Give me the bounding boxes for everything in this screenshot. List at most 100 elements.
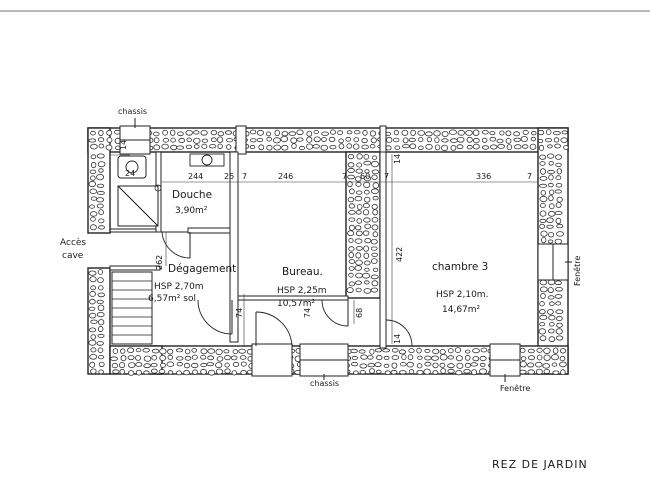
stone-mark [96,341,104,346]
stone-mark [355,246,363,251]
stone-mark [120,354,127,362]
stone-mark [375,369,382,374]
stone-mark [363,189,370,195]
stone-mark [543,369,550,374]
stone-mark [496,138,504,144]
stone-mark [383,363,390,368]
stone-mark [416,347,422,354]
stone-mark [418,137,424,143]
stone-mark [548,336,556,343]
stone-mark [207,348,216,354]
stone-mark [540,202,546,208]
label-chassis-bottom: chassis [310,379,339,388]
stone-mark [106,129,113,136]
stone-mark [547,182,554,188]
stone-mark [417,355,423,360]
dim-7c: 7 [384,172,389,181]
stone-mark [448,129,457,135]
stone-mark [348,237,354,243]
stone-mark [355,272,363,279]
stone-mark [482,137,488,143]
stone-mark [209,143,217,149]
stone-mark [540,190,546,196]
stone-mark [355,225,362,231]
stone-mark [88,306,96,311]
stone-mark [497,143,505,149]
stone-mark [472,143,480,150]
stone-mark [386,136,393,143]
stone-mark [170,144,178,151]
room-degagement-area: 6,57m² sol [148,294,196,304]
stone-mark [551,362,558,367]
stone-mark [554,294,563,299]
stone-mark [554,143,561,149]
stone-mark [90,130,96,136]
stone-mark [98,129,104,137]
stone-mark [536,368,543,375]
stone-mark [513,144,522,150]
stone-mark [401,354,407,361]
toilet-icon [117,155,147,179]
stone-mark [346,130,353,135]
stone-mark [371,224,379,231]
label-fenetre-right: Fenêtre [572,256,582,286]
stone-mark [480,347,488,353]
staircase [111,271,153,345]
stone-mark [552,347,559,354]
stone-mark [98,319,105,326]
stone-mark [151,354,158,361]
room-bureau-name: Bureau. [282,266,323,278]
stone-mark [89,298,96,305]
stone-mark [450,144,457,151]
stone-mark [546,129,552,136]
stone-mark [372,195,379,201]
stone-mark [556,231,564,237]
stone-mark [465,129,473,136]
stone-mark [106,137,113,143]
stone-mark [556,315,563,322]
stone-mark [555,309,564,315]
stone-mark [207,369,216,376]
stone-mark [143,355,152,362]
stone-mark [520,356,527,362]
stone-mark [329,129,336,135]
stone-mark [513,137,522,142]
stone-mark [110,356,118,362]
stone-mark [170,137,176,143]
stone-mark [385,145,392,151]
stone-mark [447,363,455,369]
stone-mark [423,368,431,375]
stone-mark [539,175,548,181]
stone-mark [230,355,238,361]
stone-mark [159,348,167,355]
stone-mark [250,129,257,135]
stone-mark [409,143,417,150]
stone-mark [455,355,463,362]
stone-mark [363,288,372,294]
stone-mark [347,167,355,174]
stone-mark [135,354,142,361]
stone-mark [555,201,562,208]
stone-mark [368,368,375,374]
stone-mark [547,328,555,334]
dim-24: 24 [125,169,135,178]
stone-mark [543,354,551,361]
stone-mark [215,368,224,375]
stone-mark [549,301,555,306]
stone-mark [265,131,272,137]
stone-mark [96,299,104,305]
stone-mark [150,362,158,368]
stone-mark [424,355,432,361]
stone-mark [217,143,223,149]
stone-mark [539,218,547,223]
stone-mark [371,252,379,257]
stone-mark [89,211,98,217]
stone-mark [370,238,378,245]
stone-mark [226,138,234,143]
stone-mark [489,136,497,142]
stone-mark [159,362,166,368]
stone-mark [258,144,265,151]
stone-mark [90,347,97,353]
stone-mark [355,287,362,293]
